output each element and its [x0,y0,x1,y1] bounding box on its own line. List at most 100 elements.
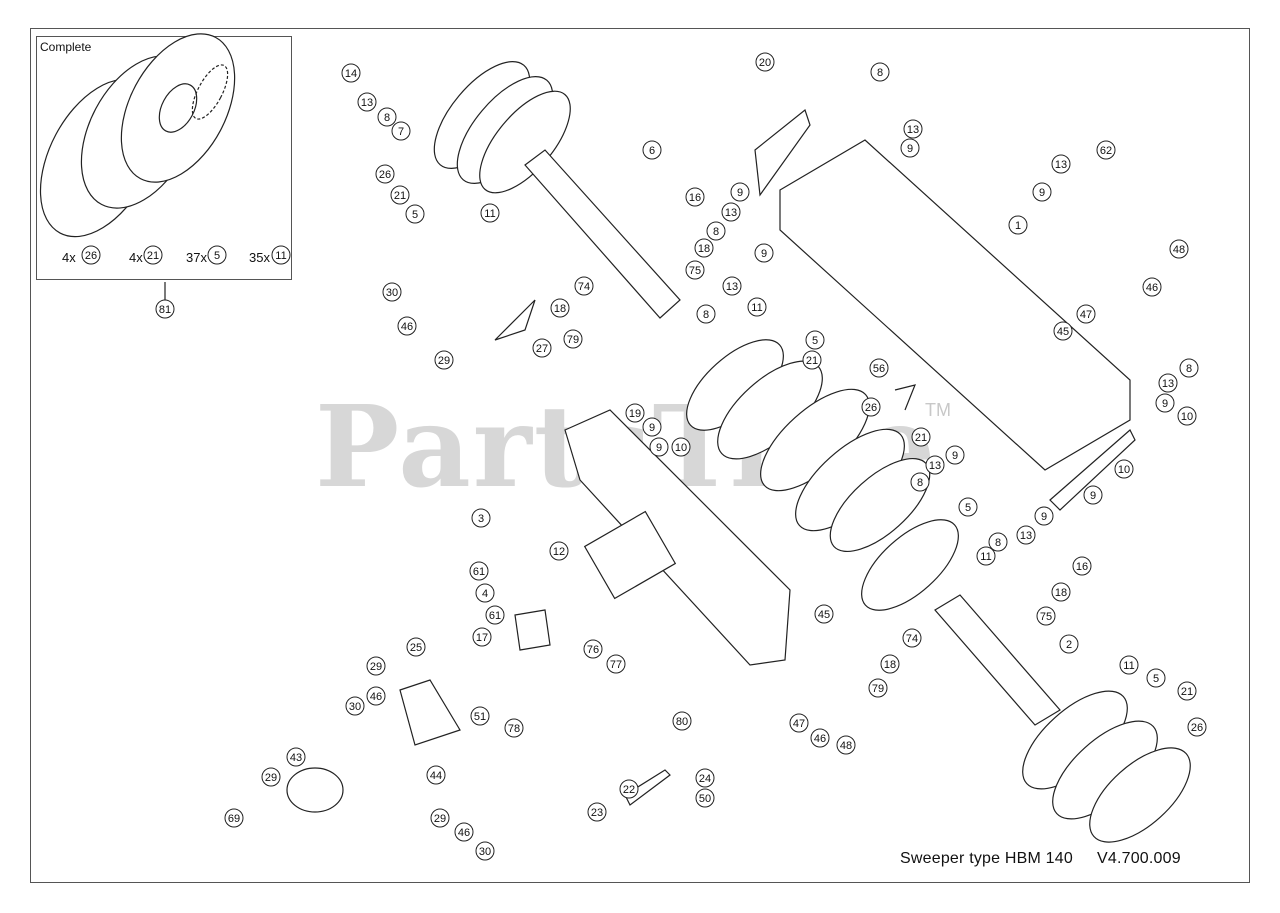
callout-label-20: 20 [759,57,771,69]
watermark-trademark: TM [925,400,951,420]
callout-label-11: 11 [751,302,762,314]
callout-circle-43 [286,747,306,767]
callout-label-75: 75 [1040,611,1052,623]
callout-label-9: 9 [656,442,662,454]
callout-circle-26 [861,397,881,417]
callout-circle-30 [475,841,495,861]
hood-end-plate [1049,429,1136,511]
callout-circle-18 [880,654,900,674]
callout-label-21: 21 [806,355,818,367]
callout-label-11: 11 [980,551,991,563]
callout-circle-26 [375,164,395,184]
callout-circle-18 [694,238,714,258]
callout-circle-74 [574,276,594,296]
upper-shaft-tube [524,149,681,319]
callout-label-46: 46 [401,321,413,333]
callout-circle-76 [583,639,603,659]
callout-circle-56 [869,358,889,378]
callout-circle-75 [1036,606,1056,626]
callout-circle-5 [958,497,978,517]
callout-circle-21 [1177,681,1197,701]
callout-label-30: 30 [349,701,361,713]
callout-circle-11 [747,297,767,317]
callout-circle-18 [1051,582,1071,602]
callout-circle-5 [1146,668,1166,688]
callout-label-11: 11 [1123,660,1134,672]
callout-label-5: 5 [412,209,418,221]
hook-pin [894,384,916,411]
callout-label-8: 8 [713,226,719,238]
callout-circle-46 [397,316,417,336]
callout-label-9: 9 [952,450,958,462]
callout-label-5: 5 [214,250,220,262]
callout-label-9: 9 [1041,511,1047,523]
callout-label-14: 14 [345,68,357,80]
callout-label-13: 13 [1020,530,1032,542]
callout-label-56: 56 [873,363,885,375]
callout-label-81: 81 [159,304,171,316]
callout-label-13: 13 [725,207,737,219]
roller [286,767,344,813]
inset-qty-11: 35x [249,250,270,265]
callout-label-18: 18 [884,659,896,671]
callout-circle-9 [1034,506,1054,526]
callout-circle-62 [1096,140,1116,160]
callout-circle-1 [1008,215,1028,235]
callout-label-17: 17 [476,632,488,644]
callout-label-9: 9 [1039,187,1045,199]
inset-brush-discs [39,33,236,238]
callout-circle-46 [810,728,830,748]
callout-label-8: 8 [703,309,709,321]
callout-label-8: 8 [1186,363,1192,375]
callout-label-77: 77 [610,659,622,671]
callout-circle-50 [695,788,715,808]
callout-label-48: 48 [1173,244,1185,256]
callout-label-18: 18 [698,243,710,255]
callout-circle-26 [1187,717,1207,737]
gearbox [514,609,551,651]
callout-label-79: 79 [872,683,884,695]
callout-label-2: 2 [1066,639,1072,651]
callout-label-50: 50 [699,793,711,805]
callout-circle-9 [1155,393,1175,413]
callout-circle-61 [469,561,489,581]
callout-circle-9 [649,437,669,457]
callout-label-75: 75 [689,265,701,277]
callout-circle-29 [366,656,386,676]
callout-circle-9 [900,138,920,158]
callout-circle-47 [789,713,809,733]
callout-label-13: 13 [726,281,738,293]
callout-circle-7 [391,121,411,141]
callout-circle-9 [1032,182,1052,202]
callout-circle-5 [805,330,825,350]
callout-label-46: 46 [1146,282,1158,294]
callout-label-9: 9 [1162,398,1168,410]
callout-circle-11 [1119,655,1139,675]
callout-label-13: 13 [907,124,919,136]
callout-label-18: 18 [554,303,566,315]
callout-circle-21 [143,245,163,265]
callout-label-19: 19 [629,408,641,420]
callout-circle-5 [207,245,227,265]
callout-label-24: 24 [699,773,711,785]
spring-strip [624,769,671,806]
callout-label-5: 5 [1153,673,1159,685]
callout-label-51: 51 [474,711,486,723]
callout-circle-21 [802,350,822,370]
hood-side-plate [754,108,811,197]
callout-circle-46 [366,686,386,706]
callout-label-29: 29 [370,661,382,673]
callout-circle-13 [925,455,945,475]
inset-qty-5: 37x [186,250,207,265]
callout-circle-13 [722,276,742,296]
callout-label-3: 3 [478,513,484,525]
callout-label-13: 13 [1055,159,1067,171]
callout-circle-61 [485,605,505,625]
callout-label-18: 18 [1055,587,1067,599]
main-frame [564,409,791,666]
callout-circle-19 [625,403,645,423]
callout-label-46: 46 [458,827,470,839]
callout-circle-25 [406,637,426,657]
upper-left-brush-discs [433,61,571,194]
